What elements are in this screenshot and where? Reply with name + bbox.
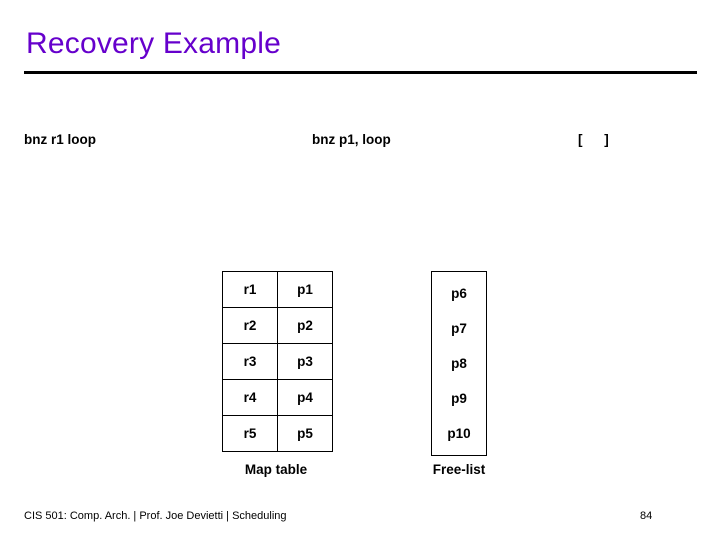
- free-list-caption: Free-list: [432, 462, 486, 477]
- map-arch-cell: r2: [222, 307, 278, 344]
- map-phys-cell: p4: [277, 379, 333, 416]
- map-table-caption: Map table: [244, 462, 308, 477]
- map-arch-cell: r4: [222, 379, 278, 416]
- page-title: Recovery Example: [26, 27, 281, 60]
- map-arch-cell: r3: [222, 343, 278, 380]
- table-row: r4 p4: [222, 379, 333, 416]
- title-divider: [24, 71, 697, 74]
- table-row: r5 p5: [222, 415, 333, 452]
- free-list-item: p10: [447, 425, 471, 441]
- free-list-item: p6: [451, 285, 467, 301]
- map-table: r1 p1 r2 p2 r3 p3 r4 p4 r5 p5: [222, 271, 333, 452]
- architectural-instruction: bnz r1 loop: [24, 132, 96, 147]
- map-arch-cell: r1: [222, 271, 278, 308]
- checkpoint-bracket: [ ]: [578, 132, 618, 147]
- table-row: r2 p2: [222, 307, 333, 344]
- map-arch-cell: r5: [222, 415, 278, 452]
- free-list-item: p8: [451, 355, 467, 371]
- table-row: r3 p3: [222, 343, 333, 380]
- map-phys-cell: p2: [277, 307, 333, 344]
- renamed-instruction: bnz p1, loop: [312, 132, 391, 147]
- map-phys-cell: p1: [277, 271, 333, 308]
- free-list-item: p7: [451, 320, 467, 336]
- free-list-item: p9: [451, 390, 467, 406]
- footer-course-info: CIS 501: Comp. Arch. | Prof. Joe Deviett…: [24, 510, 287, 522]
- table-row: r1 p1: [222, 271, 333, 308]
- free-list: p6 p7 p8 p9 p10: [431, 271, 487, 456]
- map-phys-cell: p3: [277, 343, 333, 380]
- footer-page-number: 84: [640, 510, 653, 522]
- map-phys-cell: p5: [277, 415, 333, 452]
